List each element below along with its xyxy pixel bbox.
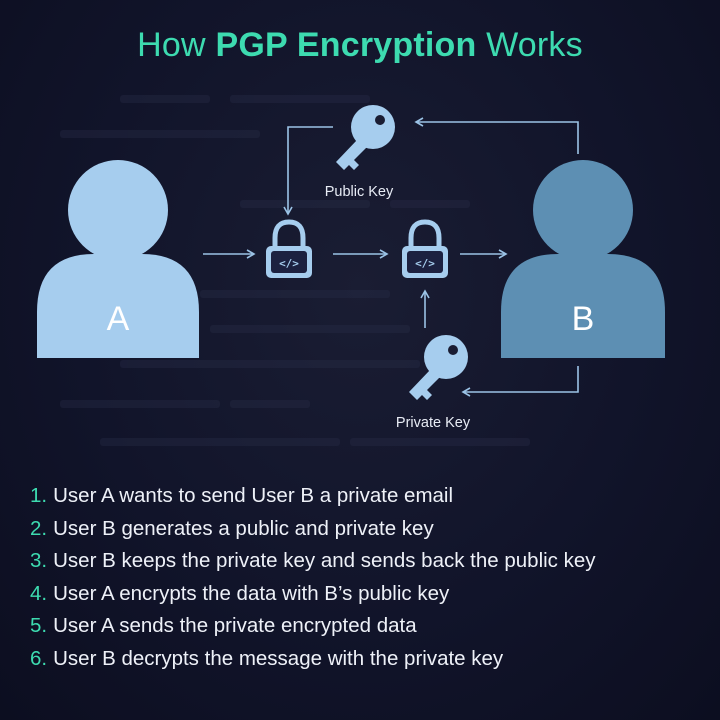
private-key-icon bbox=[409, 335, 468, 400]
lock-code-1: </> bbox=[279, 257, 299, 270]
user-a-label: A bbox=[107, 300, 130, 338]
step-item: 6.User B decrypts the message with the p… bbox=[30, 646, 504, 670]
flow-arrows bbox=[203, 117, 579, 397]
user-b-avatar: B bbox=[501, 160, 665, 358]
user-a-body bbox=[37, 254, 199, 358]
title-highlight: PGP Encryption bbox=[215, 26, 477, 64]
step-item: 5.User A sends the private encrypted dat… bbox=[30, 614, 417, 638]
step-item: 1.User A wants to send User B a private … bbox=[30, 484, 454, 507]
steps-list: 1.User A wants to send User B a private … bbox=[30, 480, 710, 676]
step-item: 2.User B generates a public and private … bbox=[30, 516, 434, 540]
lock-code-2: </> bbox=[415, 257, 435, 270]
user-b-head bbox=[533, 160, 633, 260]
arrow-public-key-to-lock1 bbox=[283, 126, 333, 216]
page-title: How PGP Encryption Works bbox=[0, 26, 720, 65]
lock-icon-1: </> bbox=[266, 219, 312, 278]
user-b-label: B bbox=[572, 300, 595, 338]
pgp-diagram: A B </> </> Public Key Private Key bbox=[37, 105, 665, 431]
private-key-label: Private Key bbox=[396, 415, 471, 431]
public-key-icon bbox=[336, 105, 395, 170]
arrow-b-to-public-key bbox=[414, 117, 579, 154]
public-key-label: Public Key bbox=[325, 184, 394, 200]
arrow-b-to-private-key bbox=[461, 366, 579, 397]
step-item: 4.User A encrypts the data with B’s publ… bbox=[30, 581, 450, 605]
lock-icon-2: </> bbox=[402, 219, 448, 278]
title-prefix: How bbox=[137, 26, 206, 64]
title-suffix: Works bbox=[486, 26, 583, 64]
user-b-body bbox=[501, 254, 665, 358]
step-item: 3.User B keeps the private key and sends… bbox=[30, 549, 596, 573]
user-a-head bbox=[68, 160, 168, 260]
user-a-avatar: A bbox=[37, 160, 199, 358]
